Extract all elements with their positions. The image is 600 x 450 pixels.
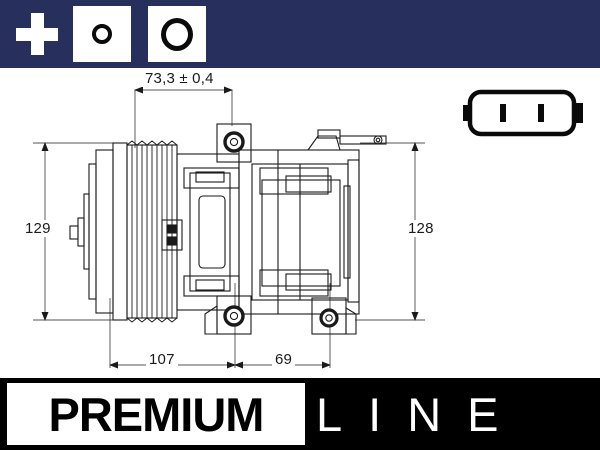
dimension-top [134,86,233,148]
footer-bar: PREMIUM LINE [0,378,600,450]
premium-label: PREMIUM [48,387,265,441]
dimension-right-label: 128 [405,220,437,237]
header-bar: + o O [0,0,600,68]
header-tile-small-circle: o [73,6,131,62]
plus-icon [16,13,58,55]
dimension-bottom-left-label: 107 [146,351,178,368]
large-circle-icon [161,17,193,51]
dimension-top-label: 73,3 ± 0,4 [142,70,217,87]
header-tile-large-circle: O [148,6,206,62]
dimension-left-label: 129 [22,220,54,237]
small-circle-icon [92,24,112,44]
dimension-bottom-right-label: 69 [272,351,296,368]
electrical-connector-icon [458,88,588,145]
clutch-coil-connector [161,219,183,251]
premium-badge: PREMIUM [7,383,305,445]
mounting-lugs [204,123,357,335]
line-label: LINE [316,387,525,441]
header-tile-plus: + [8,6,66,62]
compressor-assembly [69,129,387,323]
